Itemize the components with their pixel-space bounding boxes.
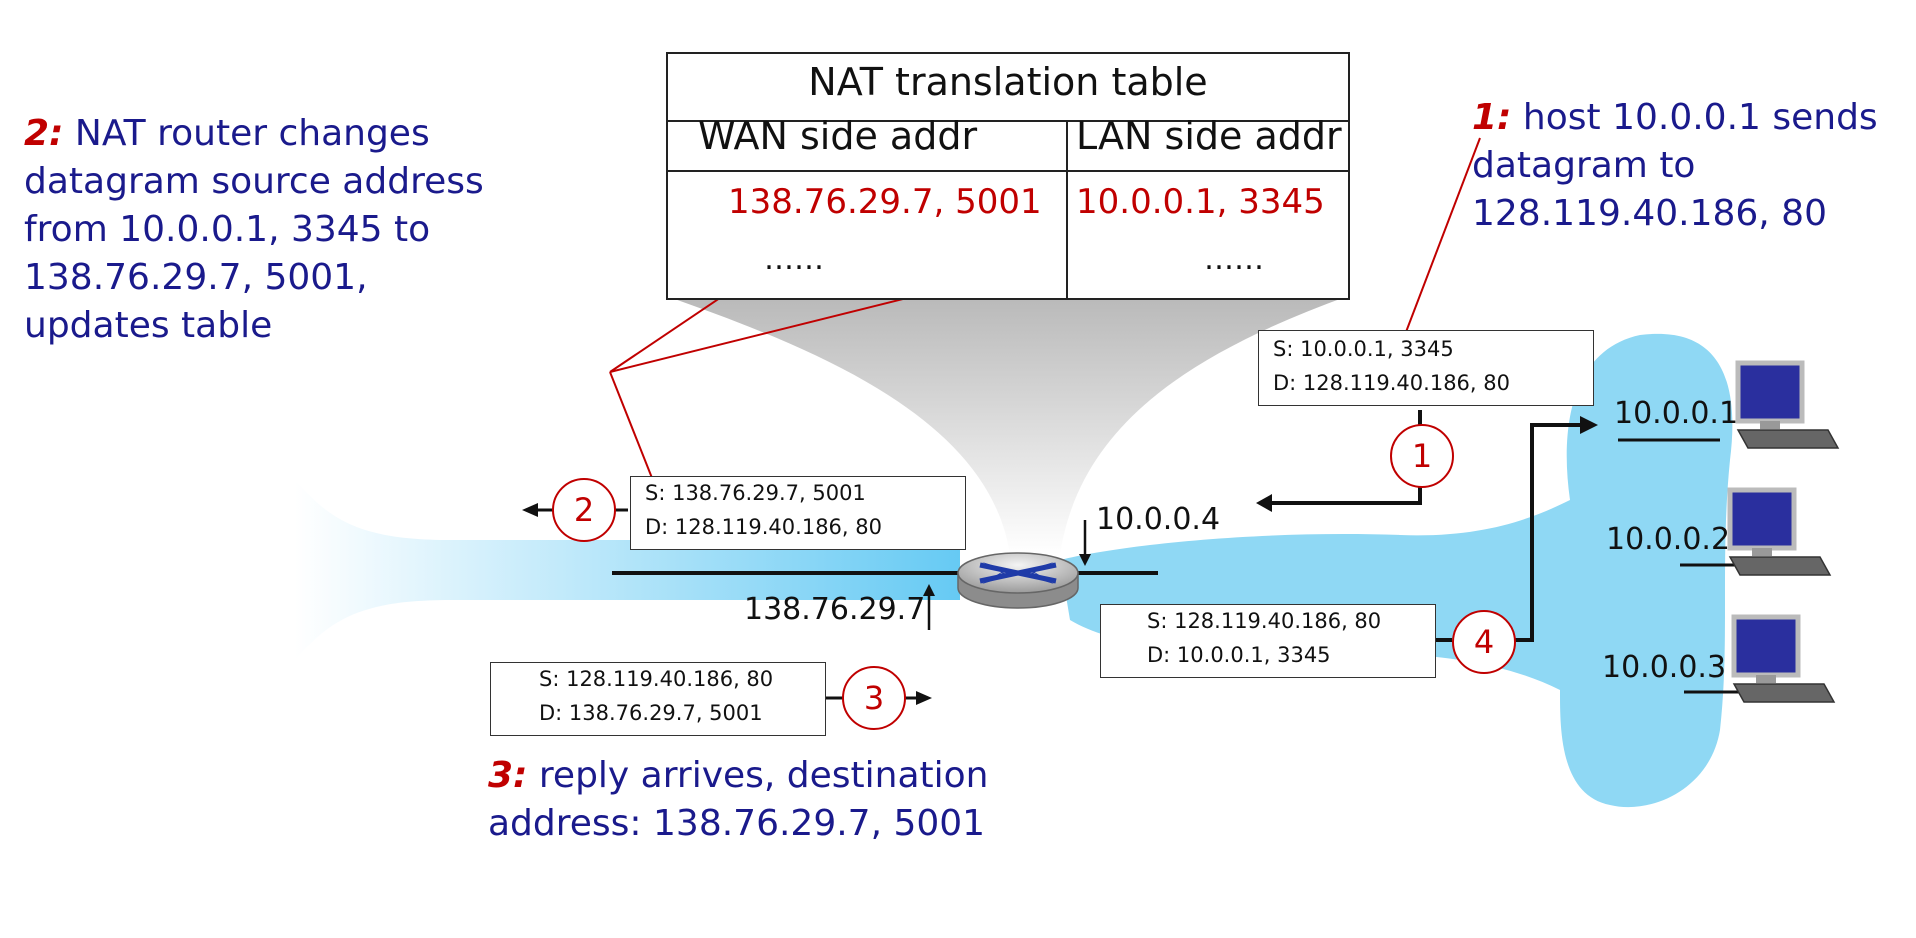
- host2-address: 10.0.0.2: [1606, 522, 1731, 557]
- datagram-source: S: 10.0.0.1, 3345: [1273, 337, 1454, 361]
- nat-router-icon: [957, 552, 1079, 609]
- step-1-marker: 1: [1390, 424, 1454, 488]
- datagram-source: S: 128.119.40.186, 80: [1147, 609, 1382, 633]
- lan-cloud: [1060, 333, 1733, 808]
- datagram-step4: S: 128.119.40.186, 80 D: 10.0.0.1, 3345: [1100, 604, 1436, 678]
- nat-row-lan-addr: 10.0.0.1, 3345: [1076, 182, 1325, 222]
- table-zoom-funnel: [666, 296, 1348, 555]
- nat-translation-table: NAT translation table WAN side addr LAN …: [666, 52, 1350, 300]
- nat-table-title: NAT translation table: [808, 60, 1208, 104]
- host3-computer-icon: [1731, 614, 1836, 703]
- nat-col-wan-header: WAN side addr: [698, 114, 978, 158]
- router-wan-address: 138.76.29.7: [744, 592, 926, 627]
- note-step2: 2: NAT router changes datagram source ad…: [24, 113, 484, 346]
- host3-address: 10.0.0.3: [1602, 650, 1727, 685]
- datagram-destination: D: 10.0.0.1, 3345: [1147, 643, 1331, 667]
- step1-arrow: [1270, 484, 1422, 505]
- step-3-marker: 3: [842, 666, 906, 730]
- nat-row-wan-addr: 138.76.29.7, 5001: [728, 182, 1042, 222]
- nat-row-wan-more: ……: [764, 242, 824, 277]
- nat-col-lan-header: LAN side addr: [1076, 114, 1342, 158]
- step-2-marker: 2: [552, 478, 616, 542]
- note1-pointer: [1405, 137, 1481, 333]
- datagram-step1: S: 10.0.0.1, 3345 D: 128.119.40.186, 80: [1258, 330, 1594, 406]
- host2-computer-icon: [1727, 487, 1832, 576]
- note-step3: 3: reply arrives, destination address: 1…: [488, 755, 989, 844]
- step-4-marker: 4: [1452, 610, 1516, 674]
- datagram-destination: D: 128.119.40.186, 80: [1273, 371, 1510, 395]
- datagram-source: S: 128.119.40.186, 80: [539, 667, 774, 691]
- datagram-destination: D: 138.76.29.7, 5001: [539, 701, 763, 725]
- datagram-destination: D: 128.119.40.186, 80: [645, 515, 882, 539]
- wan-link-stream: [295, 480, 960, 660]
- datagram-step2: S: 138.76.29.7, 5001 D: 128.119.40.186, …: [630, 476, 966, 550]
- datagram-source: S: 138.76.29.7, 5001: [645, 481, 866, 505]
- router-lan-address: 10.0.0.4: [1096, 502, 1221, 537]
- note-step1: 1: host 10.0.0.1 sends datagram to 128.1…: [1472, 97, 1878, 234]
- host1-address: 10.0.0.1: [1614, 396, 1739, 431]
- step4-arrow: [1512, 423, 1580, 642]
- datagram-step3: S: 128.119.40.186, 80 D: 138.76.29.7, 50…: [490, 662, 826, 736]
- note2-pointer-c: [609, 371, 653, 479]
- host1-computer-icon: [1735, 360, 1840, 449]
- nat-row-lan-more: ……: [1204, 242, 1264, 277]
